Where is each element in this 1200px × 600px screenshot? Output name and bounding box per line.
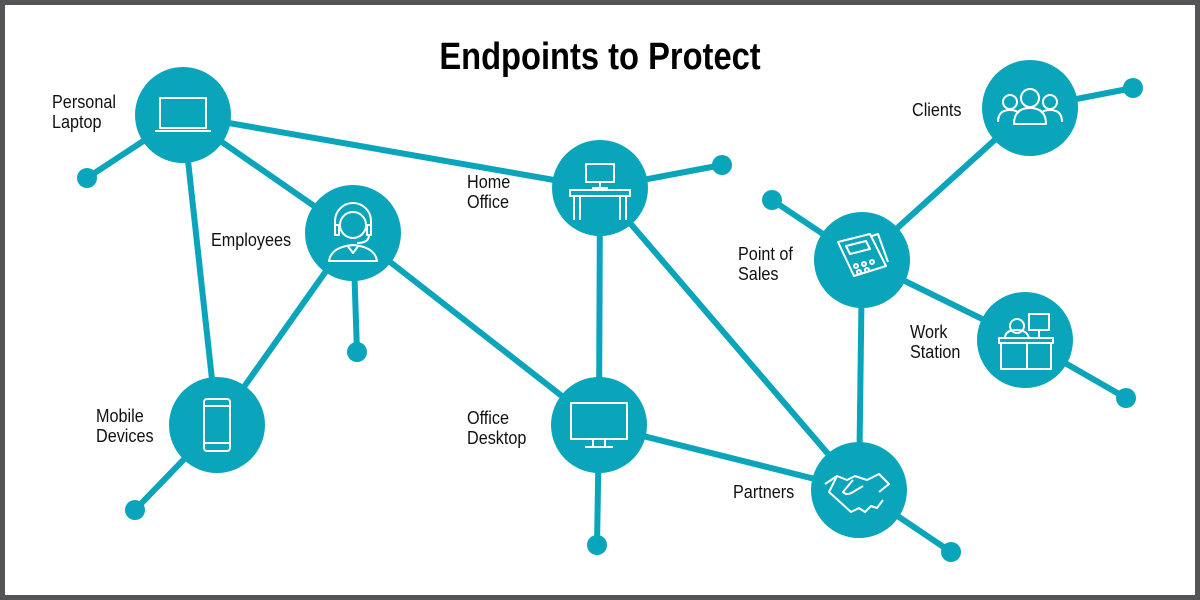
node-employees: [305, 185, 401, 281]
node-workstation: [977, 292, 1073, 388]
node-label-line: Employees: [211, 230, 292, 250]
endpoint-dot: [347, 342, 367, 362]
endpoint-dot: [77, 168, 97, 188]
endpoint-dot: [762, 190, 782, 210]
node-mobile: [169, 377, 265, 473]
diagram-title: Endpoints to Protect: [439, 36, 761, 78]
node-label-line: Office: [467, 192, 510, 212]
endpoint-dot: [125, 500, 145, 520]
node-pos: [814, 212, 910, 308]
group-icon: [997, 88, 1063, 125]
endpoint-dot: [712, 155, 732, 175]
node-label-partners: Partners: [733, 482, 794, 502]
endpoint-dot: [1123, 78, 1143, 98]
connection-line: [597, 186, 862, 492]
node-label-line: Devices: [96, 426, 154, 446]
smartphone-icon: [203, 398, 231, 452]
node-label-line: Partners: [733, 482, 795, 502]
connection-line: [351, 230, 601, 428]
monitor-icon: [570, 402, 628, 448]
connection-line: [182, 112, 601, 191]
node-label-line: Personal: [52, 92, 116, 112]
node-label-line: Sales: [738, 264, 779, 284]
endpoint-dot: [587, 535, 607, 555]
node-label-line: Clients: [912, 100, 962, 120]
connection-line: [180, 114, 220, 426]
node-label-line: Laptop: [52, 112, 102, 132]
node-clients: [982, 60, 1078, 156]
node-label-clients: Clients: [912, 100, 962, 120]
endpoint-dot: [941, 542, 961, 562]
handshake-icon: [824, 473, 890, 513]
node-partners: [811, 442, 907, 538]
node-home: [552, 140, 648, 236]
endpoint-dot: [1116, 388, 1136, 408]
headset-agent-icon: [328, 202, 378, 262]
node-desktop: [551, 377, 647, 473]
node-label-line: Station: [910, 342, 961, 362]
laptop-icon: [155, 97, 211, 132]
node-label-employees: Employees: [211, 230, 291, 250]
card-terminal-icon: [837, 233, 889, 277]
node-label-line: Work: [910, 322, 948, 342]
workstation-icon: [998, 313, 1054, 370]
node-label-line: Point of: [738, 244, 793, 264]
node-label-line: Mobile: [96, 406, 144, 426]
node-label-line: Home: [467, 172, 511, 192]
node-label-line: Office: [467, 408, 510, 428]
desk-computer-icon: [569, 163, 631, 220]
node-label-line: Desktop: [467, 428, 527, 448]
node-laptop: [135, 67, 231, 163]
